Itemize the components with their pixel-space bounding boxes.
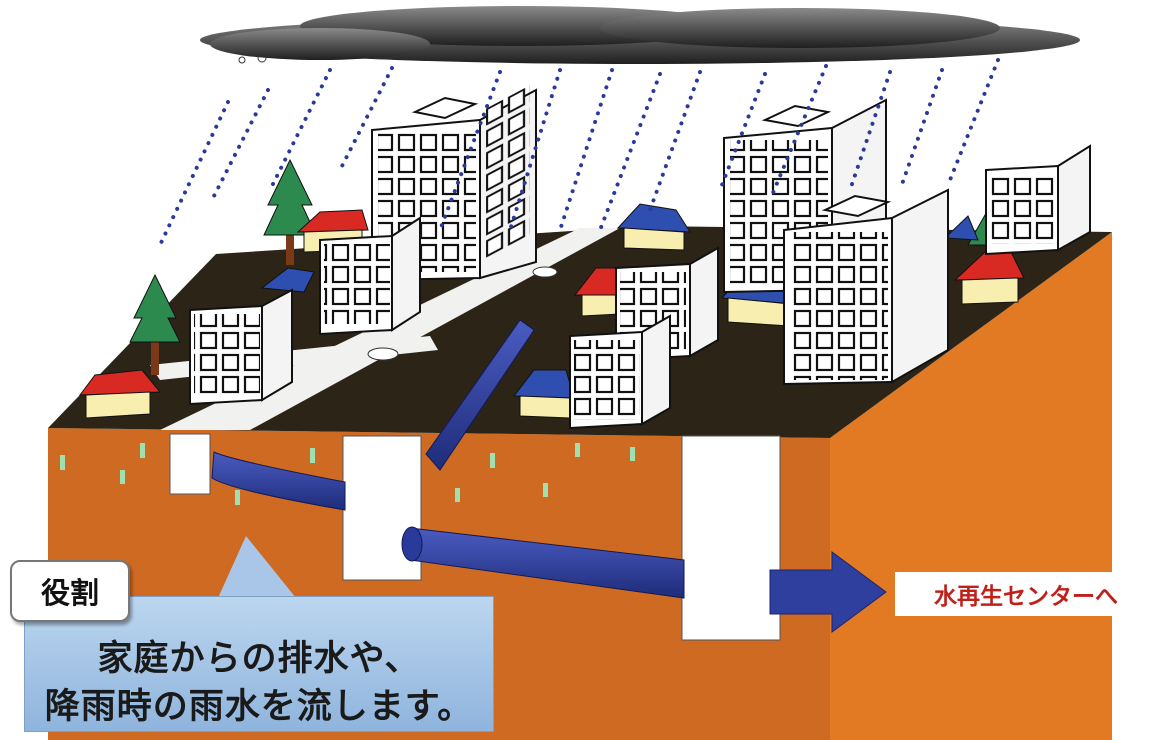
manhole bbox=[532, 266, 558, 278]
manhole bbox=[367, 347, 399, 361]
pipe-house-to-middle bbox=[211, 451, 346, 511]
house-red bbox=[573, 267, 625, 317]
pipe-opening bbox=[401, 526, 423, 562]
callout-tail bbox=[218, 536, 296, 598]
house-blue bbox=[616, 203, 691, 251]
rain bbox=[158, 58, 1000, 247]
pipe-diagonal-branch bbox=[425, 319, 535, 471]
sewer-pipes bbox=[211, 319, 887, 633]
house-red bbox=[78, 369, 162, 419]
building bbox=[985, 144, 1091, 256]
building bbox=[189, 288, 293, 406]
building bbox=[569, 314, 671, 430]
description-line-1: 家庭からの排水や、 bbox=[97, 639, 421, 679]
shaft-right bbox=[681, 435, 781, 641]
role-badge: 役割 bbox=[10, 560, 130, 622]
house-blue bbox=[943, 215, 979, 241]
shaft-left bbox=[169, 433, 211, 495]
tree bbox=[129, 273, 181, 375]
description-line-2: 降雨時の雨水を流します。 bbox=[44, 687, 474, 727]
grass-marks bbox=[60, 443, 635, 505]
rain-cloud bbox=[200, 6, 1080, 64]
tree bbox=[263, 158, 317, 265]
building bbox=[319, 216, 421, 336]
house-blue bbox=[513, 369, 575, 419]
building bbox=[783, 188, 949, 386]
outflow-arrow bbox=[769, 551, 887, 633]
destination-label: 水再生センターへ bbox=[895, 572, 1157, 616]
